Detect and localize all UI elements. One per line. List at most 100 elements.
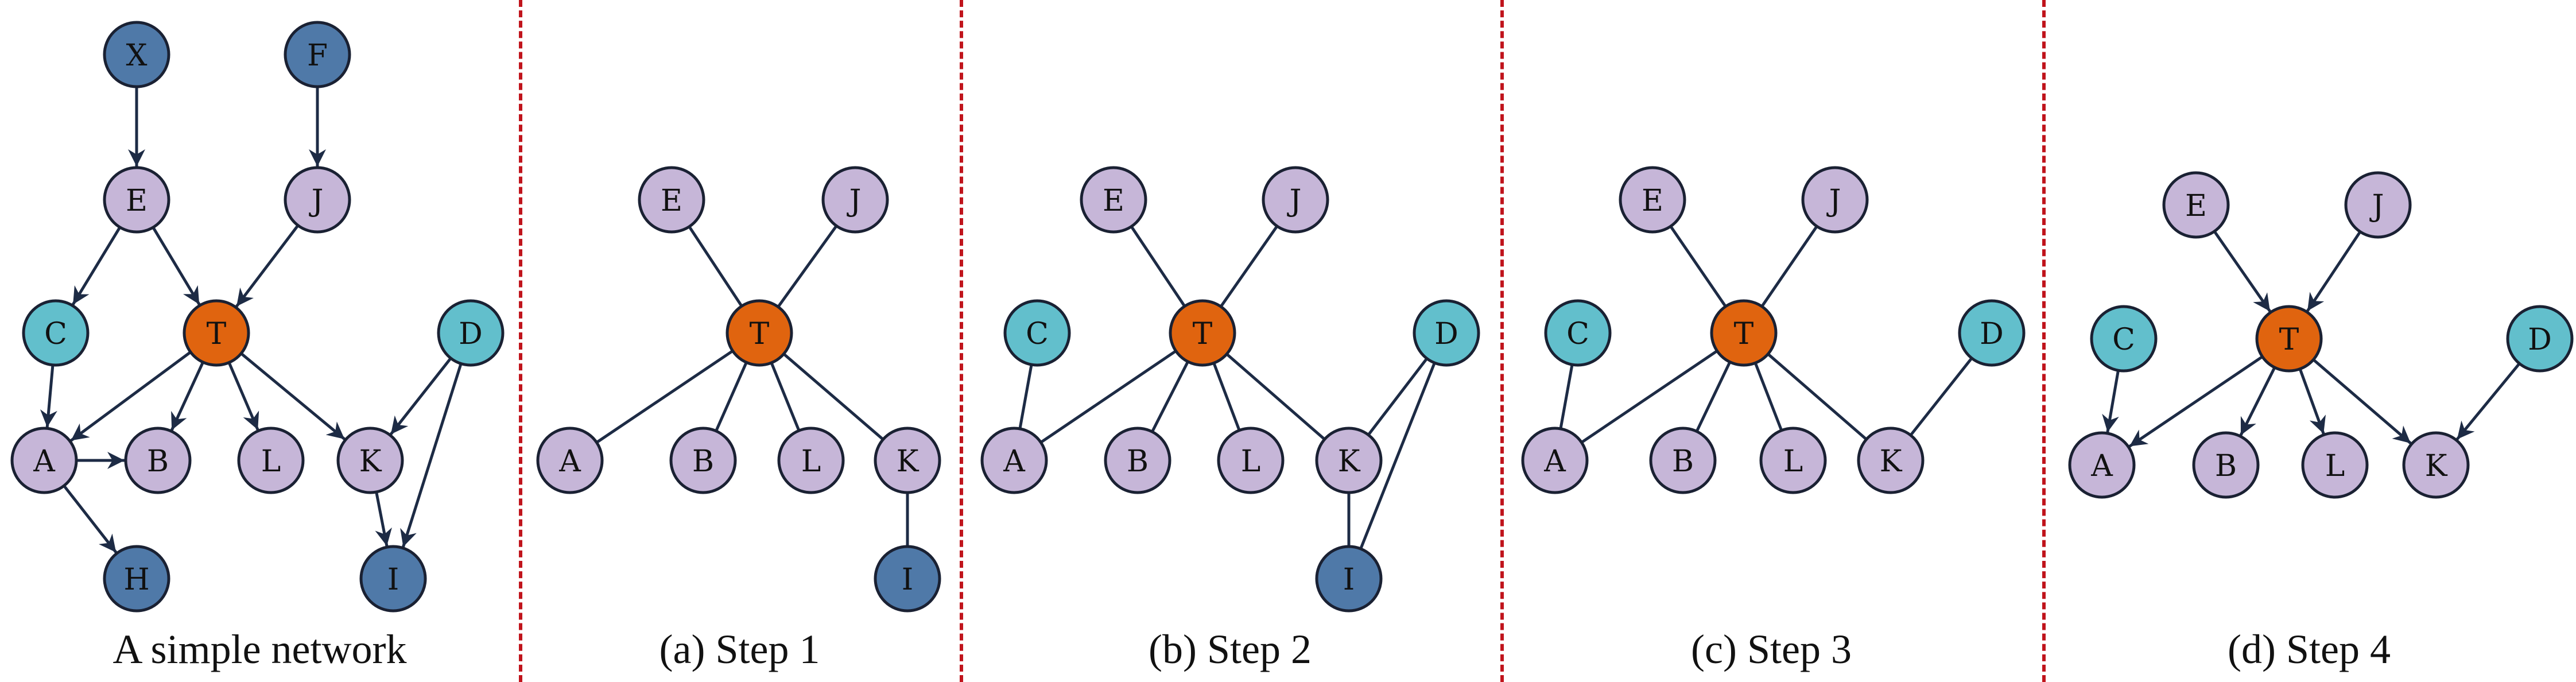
node-circle: [359, 545, 427, 613]
edge-t-a: [596, 350, 734, 444]
node-label: B: [2215, 449, 2237, 483]
node-label: J: [1826, 184, 1841, 218]
node-circle: [638, 166, 705, 234]
node-t: T: [183, 299, 250, 367]
node-i: I: [1315, 545, 1383, 613]
edge-d-k: [1909, 357, 1973, 436]
edge-e-t: [2213, 230, 2271, 312]
node-j: J: [1262, 166, 1329, 234]
edge-t-k: [240, 352, 346, 440]
node-j: J: [1801, 166, 1869, 234]
node-f: F: [284, 21, 351, 88]
edge-e-t: [152, 226, 201, 305]
edge-t-l: [1753, 362, 1783, 431]
node-label: J: [309, 184, 324, 218]
node-circle: [2344, 171, 2412, 239]
node-label: T: [207, 317, 227, 351]
node-circle: [1169, 299, 1236, 367]
node-circle: [2192, 431, 2260, 499]
node-label: L: [1241, 444, 1261, 479]
node-c: C: [1544, 299, 1612, 367]
caption-simple-network: A simple network: [112, 626, 407, 672]
node-label: B: [692, 444, 714, 479]
node-d: D: [437, 299, 505, 367]
node-circle: [437, 299, 505, 367]
edge-t-a: [1039, 350, 1177, 444]
edge-j-t: [2306, 231, 2362, 312]
caption-step-2: (b) Step 2: [1149, 626, 1312, 672]
node-circle: [103, 166, 170, 234]
node-a: A: [2068, 431, 2136, 499]
node-b: B: [124, 427, 192, 494]
node-label: C: [44, 317, 67, 351]
node-circle: [2090, 305, 2158, 373]
node-t: T: [726, 299, 793, 367]
edge-t-b: [170, 361, 204, 431]
node-circle: [1857, 427, 1925, 494]
node-j: J: [821, 166, 889, 234]
node-circle: [1080, 166, 1147, 234]
node-label: L: [2325, 449, 2345, 483]
node-circle: [1649, 427, 1717, 494]
divider-1: [519, 0, 522, 682]
edge-e-t: [1669, 225, 1727, 308]
node-label: K: [1880, 444, 1903, 479]
node-circle: [1759, 427, 1827, 494]
node-label: A: [558, 444, 581, 479]
edge-c-a: [40, 365, 57, 428]
node-label: L: [801, 444, 821, 479]
node-circle: [1413, 299, 1480, 367]
node-c: C: [1003, 299, 1071, 367]
caption-step-3: (c) Step 3: [1691, 626, 1852, 672]
node-circle: [2506, 305, 2574, 373]
node-label: K: [897, 444, 920, 479]
node-label: J: [2369, 189, 2384, 223]
edge-c-a: [1018, 364, 1033, 429]
divider-3: [1500, 0, 1504, 682]
node-b: B: [1104, 427, 1171, 494]
edge-e-c: [71, 226, 122, 305]
node-label: C: [2112, 323, 2135, 357]
node-circle: [284, 166, 351, 234]
edge-c-a: [1559, 364, 1574, 429]
node-j: J: [284, 166, 351, 234]
node-circle: [777, 427, 845, 494]
node-label: E: [126, 184, 148, 218]
node-label: C: [1026, 317, 1049, 351]
edge-e-t: [688, 226, 743, 307]
node-circle: [669, 427, 737, 494]
caption-step-4: (d) Step 4: [2228, 626, 2391, 672]
edge-t-b: [715, 362, 748, 432]
node-k: K: [1857, 427, 1925, 494]
divider-2: [960, 0, 963, 682]
node-label: L: [1783, 444, 1803, 479]
node-b: B: [669, 427, 737, 494]
node-label: T: [750, 317, 770, 351]
node-circle: [874, 427, 941, 494]
edge-t-a: [70, 351, 192, 442]
node-label: E: [1103, 184, 1124, 218]
node-circle: [284, 21, 351, 88]
node-t: T: [1710, 299, 1778, 367]
node-a: A: [536, 427, 604, 494]
node-circle: [336, 427, 404, 494]
node-label: A: [2090, 449, 2113, 483]
node-label: B: [1672, 444, 1694, 479]
node-label: K: [359, 444, 382, 479]
node-label: H: [123, 563, 149, 597]
node-circle: [1315, 545, 1383, 613]
node-j: J: [2344, 171, 2412, 239]
edge-j-t: [235, 224, 300, 308]
node-b: B: [1649, 427, 1717, 494]
node-circle: [1801, 166, 1869, 234]
edge-j-t: [1760, 225, 1818, 308]
node-d: D: [1413, 299, 1480, 367]
node-label: I: [387, 563, 399, 597]
node-label: E: [2185, 189, 2207, 223]
edge-t-l: [1212, 362, 1241, 431]
edge-t-k: [782, 352, 884, 441]
